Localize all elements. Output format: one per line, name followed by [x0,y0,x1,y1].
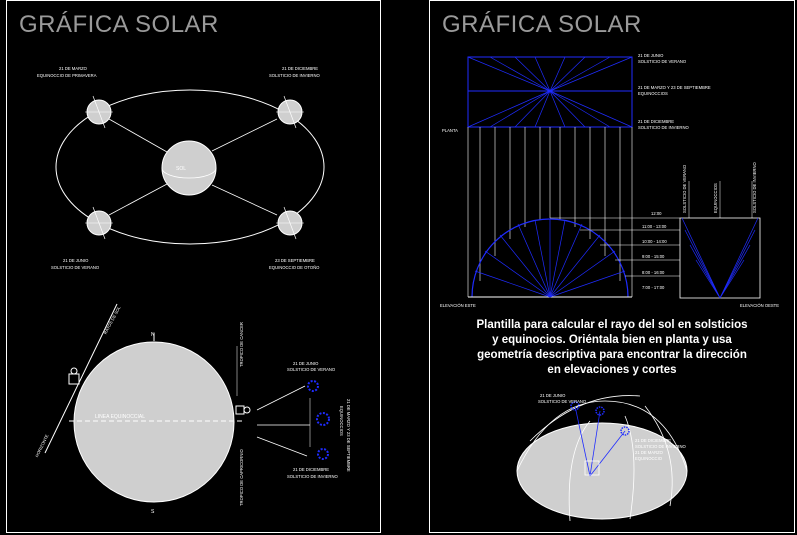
dec-sun-sub: SOLSTICIO DE INVIERNO [287,474,338,479]
tropic-cancer-label: TROPICO DE CANCER [239,322,244,367]
june-sun-sub: SOLSTICIO DE VERANO [287,367,336,372]
hour-label-1: 11:00 - 13:00 [642,224,667,229]
earth-june [85,206,113,240]
plan-mid-sub: EQUINOCCIOS [638,91,668,96]
dome-june-label: 21 DE JUNIO [540,393,566,398]
elevation-west-label: ELEVACIÓN OESTE [740,303,779,308]
sun-december-icon [317,448,329,460]
june-sun-label: 21 DE JUNIO [293,361,319,366]
earth-march [85,95,113,129]
elev-col-3: SOLSTICIO DE INVIERNO [752,162,757,213]
right-title: GRÁFICA SOLAR [442,11,642,38]
projection-lines [467,127,633,297]
sun-equinox-icon [316,412,330,426]
south-label: S [151,509,155,515]
earth-globe: LINEA EQUINOCCIAL N S [69,332,242,515]
equinox-sun-sub: EQUINOCCIOS [339,406,344,436]
dome-dec-sub: SOLSTICIO DE INVIERNO [635,444,686,449]
instructions-line-4: en elevaciones y cortes [547,364,677,376]
hour-label-5: 7:00 - 17:00 [642,285,665,290]
september-sub: EQUINOCCIO DE OTOÑO [269,265,320,270]
dec-sun-label: 21 DE DICIEMBRE [293,467,329,472]
right-drawing: 12:00 11:00 - 13:00 10:00 - 14:00 9:00 -… [440,53,779,522]
earth-orbit [55,89,325,245]
instructions-line-2: y equinocios. Oriéntala bien en planta y… [492,334,732,346]
september-label: 23 DE SEPTIEMBRE [275,258,315,263]
march-label: 21 DE MARZO [59,66,88,71]
sun-label: SOL [176,166,186,172]
tropic-capricorn-label: TROPICO DE CAPRICORNIO [239,448,244,506]
side-elevation [679,181,761,299]
left-drawing: SOL 21 DE MARZO EQUINOCCIO D [34,66,351,515]
plan-mid-label: 21 DE MARZO Y 23 DE SEPTIEMBRE [638,85,711,90]
plan-bottom-sub: SOLSTICIO DE INVIERNO [638,125,689,130]
elev-col-2: EQUINOCCIOS [713,183,718,213]
plan-top-label: 21 DE JUNIO [638,53,664,58]
equator-label: LINEA EQUINOCCIAL [95,414,145,420]
equinox-sun-label: 21 DE MARZO Y 23 DE SEPTIEMBRE [346,399,351,472]
hour-lines [550,217,680,277]
north-label: N [151,332,155,338]
sun-dome [516,395,688,522]
instructions-text: Plantilla para calcular el rayo del sol … [430,318,794,378]
horizon-label: HORIZONTE [34,433,49,458]
instructions-line-3: geometría descriptiva para encontrar la … [477,349,747,361]
december-label: 21 DE DICIEMBRE [282,66,318,71]
elevation-east-label: ELEVACIÓN ESTE [440,303,476,308]
left-title: GRÁFICA SOLAR [19,11,219,38]
december-sub: SOLSTICIO DE INVIERNO [269,73,320,78]
plan-bottom-label: 21 DE DICIEMBRE [638,119,674,124]
dome-march-label: 21 DE MARZO [635,450,664,455]
elev-col-1: SOLSTICIO DE VERANO [682,164,687,213]
june-sub: SOLSTICIO DE VERANO [51,265,100,270]
rays-label: RAYOS DE SOL [103,305,122,335]
hour-label-0: 12:00 [651,211,662,216]
observer-icon-right [235,405,251,415]
march-sub: EQUINOCCIO DE PRIMAVERA [37,73,97,78]
june-label: 21 DE JUNIO [63,258,89,263]
hour-label-2: 10:00 - 14:00 [642,239,667,244]
sun: SOL [161,140,217,196]
plan-top-sub: SOLSTICIO DE VERANO [638,59,687,64]
hour-label-4: 8:00 - 16:00 [642,270,665,275]
observer-icon [68,367,80,385]
dome-june-sub: SOLSTICIO DE VERANO [538,399,587,404]
hour-label-3: 9:00 - 15:00 [642,254,665,259]
left-panel: GRÁFICA SOLAR SOL [6,0,381,533]
dome-dec-label: 21 DE DICIEMBRE [635,438,671,443]
plan-view [467,56,633,128]
dome-march-sub: EQUINOCCIO [635,456,663,461]
earth-december [276,95,304,129]
sun-june-icon [307,380,319,392]
instructions-line-1: Plantilla para calcular el rayo del sol … [476,319,748,331]
right-panel: GRÁFICA SOLAR [429,0,795,533]
earth-september [276,206,304,240]
elevation-semicircle [468,218,632,298]
planta-label: PLANTA [442,128,458,133]
